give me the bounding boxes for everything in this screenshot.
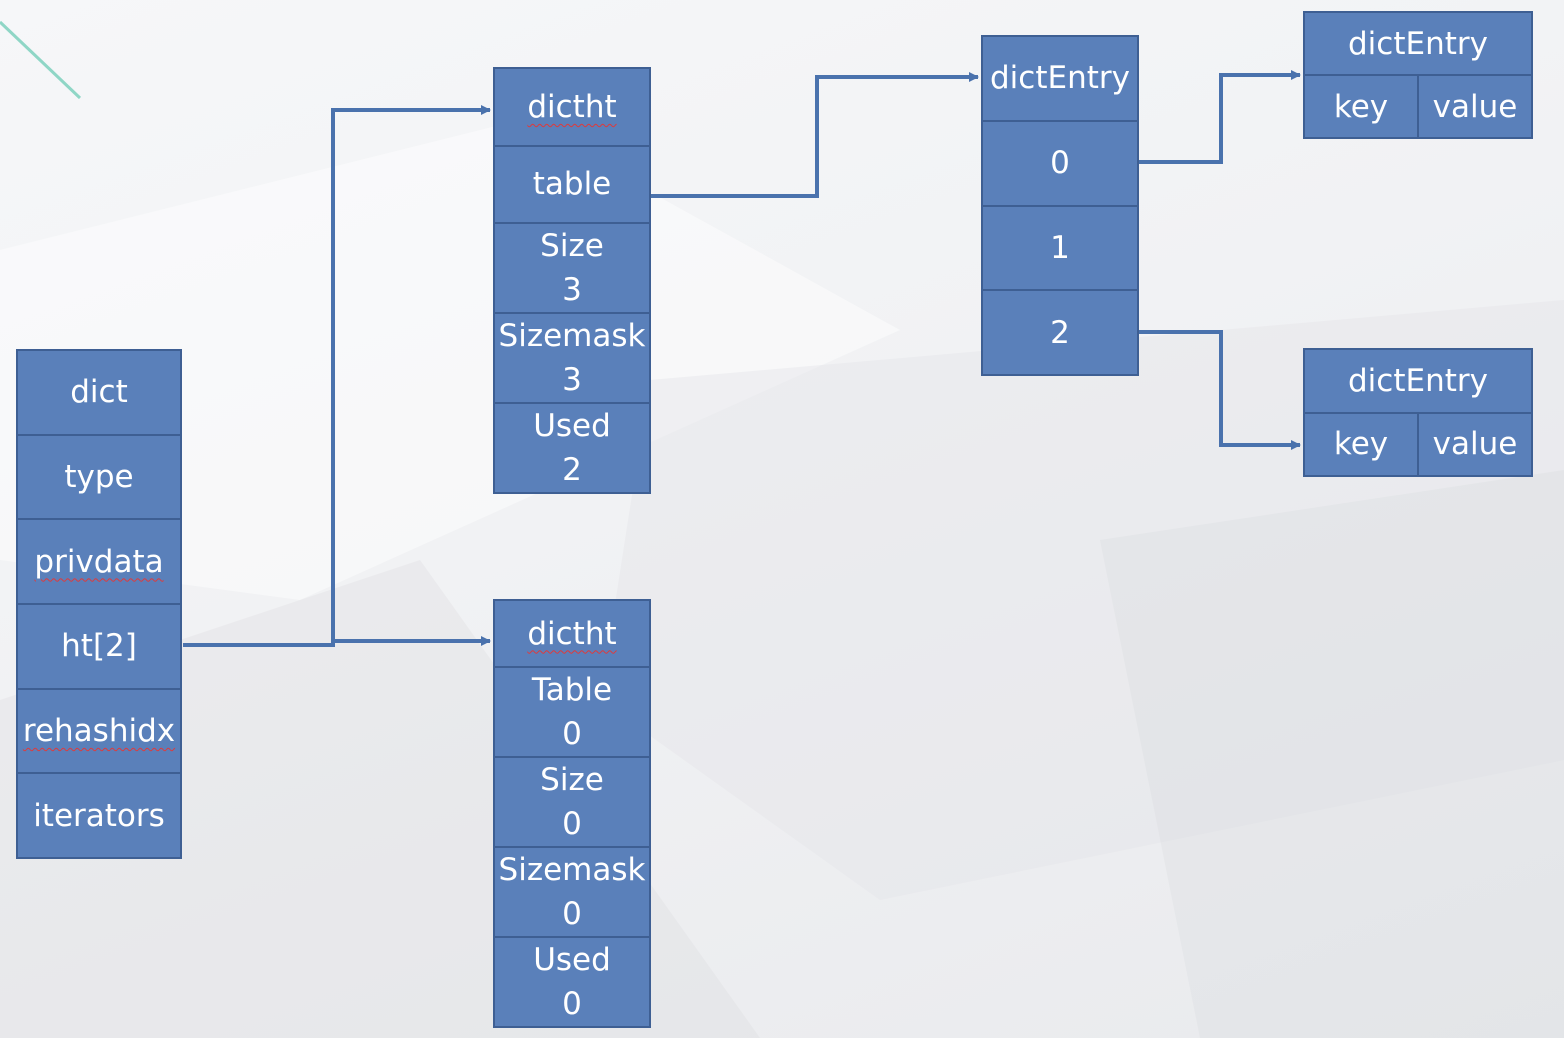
- ht1-used-value: 0: [562, 986, 582, 1022]
- ht0-sizemask-label: Sizemask: [498, 318, 646, 354]
- ht0-sizemask-value: 3: [562, 362, 582, 398]
- entry-top-value: value: [1417, 76, 1531, 137]
- ht1-title: dictht: [527, 615, 617, 652]
- entry-bottom-value: value: [1417, 413, 1531, 475]
- decorative-line: [0, 20, 82, 100]
- ht0-table-cell: table: [493, 144, 651, 224]
- table-array: dictEntry 0 1 2: [981, 35, 1139, 376]
- entry-top-kv-row: key value: [1303, 74, 1533, 139]
- ht0-sizemask-cell: Sizemask 3: [493, 312, 651, 404]
- ht1-table-value: 0: [562, 716, 582, 752]
- ht0-table-field: table: [532, 166, 612, 203]
- dict-rehashidx-cell: rehashidx: [16, 687, 182, 775]
- entry-bottom-title-cell: dictEntry: [1303, 348, 1533, 414]
- dict-iterators-cell: iterators: [16, 772, 182, 860]
- ht1-size-label: Size: [540, 762, 604, 798]
- entry-top-title: dictEntry: [1348, 25, 1488, 62]
- dict-struct: dict type privdata ht[2] rehashidx itera…: [16, 349, 182, 860]
- array-slot-1: 1: [981, 204, 1139, 292]
- ht1-sizemask-cell: Sizemask 0: [493, 846, 651, 938]
- dict-title: dict: [70, 374, 128, 411]
- ht1-sizemask-label: Sizemask: [498, 852, 646, 888]
- dict-entry-top: dictEntry key value: [1303, 11, 1533, 139]
- slot-2-index: 2: [1050, 314, 1070, 351]
- ht1-title-cell: dictht: [493, 599, 651, 668]
- ht1-used-label: Used: [533, 942, 611, 978]
- ht0-size-value: 3: [562, 272, 582, 308]
- ht1-size-value: 0: [562, 806, 582, 842]
- entry-bottom-key: key: [1333, 426, 1389, 463]
- array-slot-0: 0: [981, 119, 1139, 207]
- dict-privdata-field: privdata: [34, 543, 164, 580]
- dict-privdata-cell: privdata: [16, 518, 182, 606]
- ht0-title-cell: dictht: [493, 67, 651, 147]
- dict-type-field: type: [64, 459, 134, 495]
- array-slot-2: 2: [981, 289, 1139, 376]
- ht0-size-label: Size: [540, 228, 604, 264]
- dict-rehashidx-field: rehashidx: [22, 713, 176, 750]
- ht0-size-cell: Size 3: [493, 222, 651, 314]
- dict-title-cell: dict: [16, 349, 182, 436]
- ht1-sizemask-value: 0: [562, 896, 582, 932]
- dict-type-cell: type: [16, 433, 182, 521]
- ht0-used-value: 2: [562, 452, 582, 488]
- dictht-0: dictht table Size 3 Sizemask 3 Used 2: [493, 67, 651, 494]
- array-title: dictEntry: [990, 60, 1130, 97]
- entry-top-title-cell: dictEntry: [1303, 11, 1533, 76]
- dict-ht-cell: ht[2]: [16, 603, 182, 690]
- dictht-1: dictht Table 0 Size 0 Sizemask 0 Used 0: [493, 599, 651, 1028]
- entry-top-key: key: [1333, 88, 1389, 125]
- dict-iterators-field: iterators: [33, 797, 165, 834]
- entry-bottom-title: dictEntry: [1348, 362, 1488, 399]
- ht1-table-label: Table: [531, 672, 613, 708]
- slot-1-index: 1: [1050, 229, 1070, 266]
- ht0-title: dictht: [527, 88, 617, 125]
- dict-ht-field: ht[2]: [61, 628, 137, 665]
- array-title-cell: dictEntry: [981, 35, 1139, 122]
- slot-0-index: 0: [1050, 145, 1070, 182]
- ht1-used-cell: Used 0: [493, 936, 651, 1028]
- ht1-table-cell: Table 0: [493, 666, 651, 758]
- ht0-used-label: Used: [533, 408, 611, 444]
- entry-bottom-kv-row: key value: [1303, 411, 1533, 477]
- ht1-size-cell: Size 0: [493, 756, 651, 848]
- dict-entry-bottom: dictEntry key value: [1303, 348, 1533, 477]
- ht0-used-cell: Used 2: [493, 402, 651, 494]
